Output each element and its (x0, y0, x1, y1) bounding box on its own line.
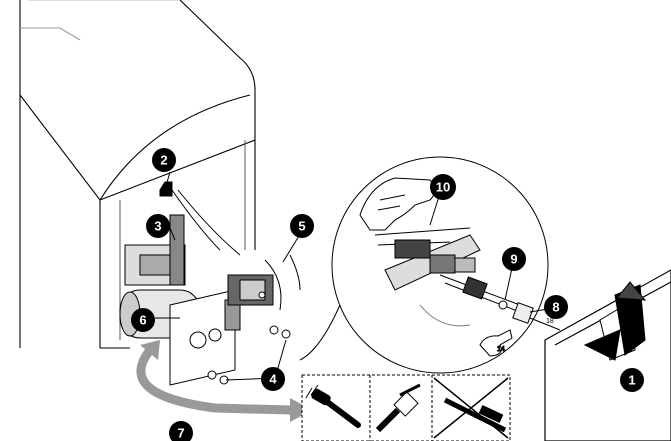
svg-text:4: 4 (269, 372, 277, 387)
wrench-icon: 14 (479, 329, 513, 357)
callout-7: 7 (169, 421, 193, 441)
electrode-assembly (374, 227, 561, 331)
wrench-size-left: 14 (497, 346, 505, 353)
lift-up-arrow-icon (583, 281, 647, 361)
scraper-icon (375, 383, 421, 433)
cleaning-tools-panel (301, 374, 511, 441)
wire-brush-forbidden-icon (433, 377, 509, 439)
callout-9: 9 (502, 247, 526, 271)
svg-text:1: 1 (628, 373, 635, 388)
callout-4: 4 (261, 367, 285, 391)
svg-text:9: 9 (510, 252, 517, 267)
svg-text:10: 10 (436, 180, 450, 195)
removal-curved-arrow (136, 340, 312, 422)
callout-1: 1 (620, 368, 644, 392)
brush-icon (305, 384, 361, 428)
callout-8: 8 (544, 295, 568, 319)
svg-text:5: 5 (298, 219, 305, 234)
svg-text:6: 6 (139, 313, 146, 328)
boiler-housing (19, 0, 256, 349)
svg-text:8: 8 (552, 300, 559, 315)
svg-text:2: 2 (160, 153, 167, 168)
burner-assembly (119, 181, 291, 386)
svg-text:3: 3 (154, 219, 161, 234)
callout-2: 2 (152, 148, 176, 172)
wrench-size-right: 18 (546, 318, 554, 325)
svg-text:7: 7 (177, 426, 184, 441)
callout-10: 10 (430, 174, 456, 200)
callout-3: 3 (146, 214, 170, 238)
callout-5: 5 (290, 214, 314, 238)
callout-6: 6 (131, 308, 155, 332)
